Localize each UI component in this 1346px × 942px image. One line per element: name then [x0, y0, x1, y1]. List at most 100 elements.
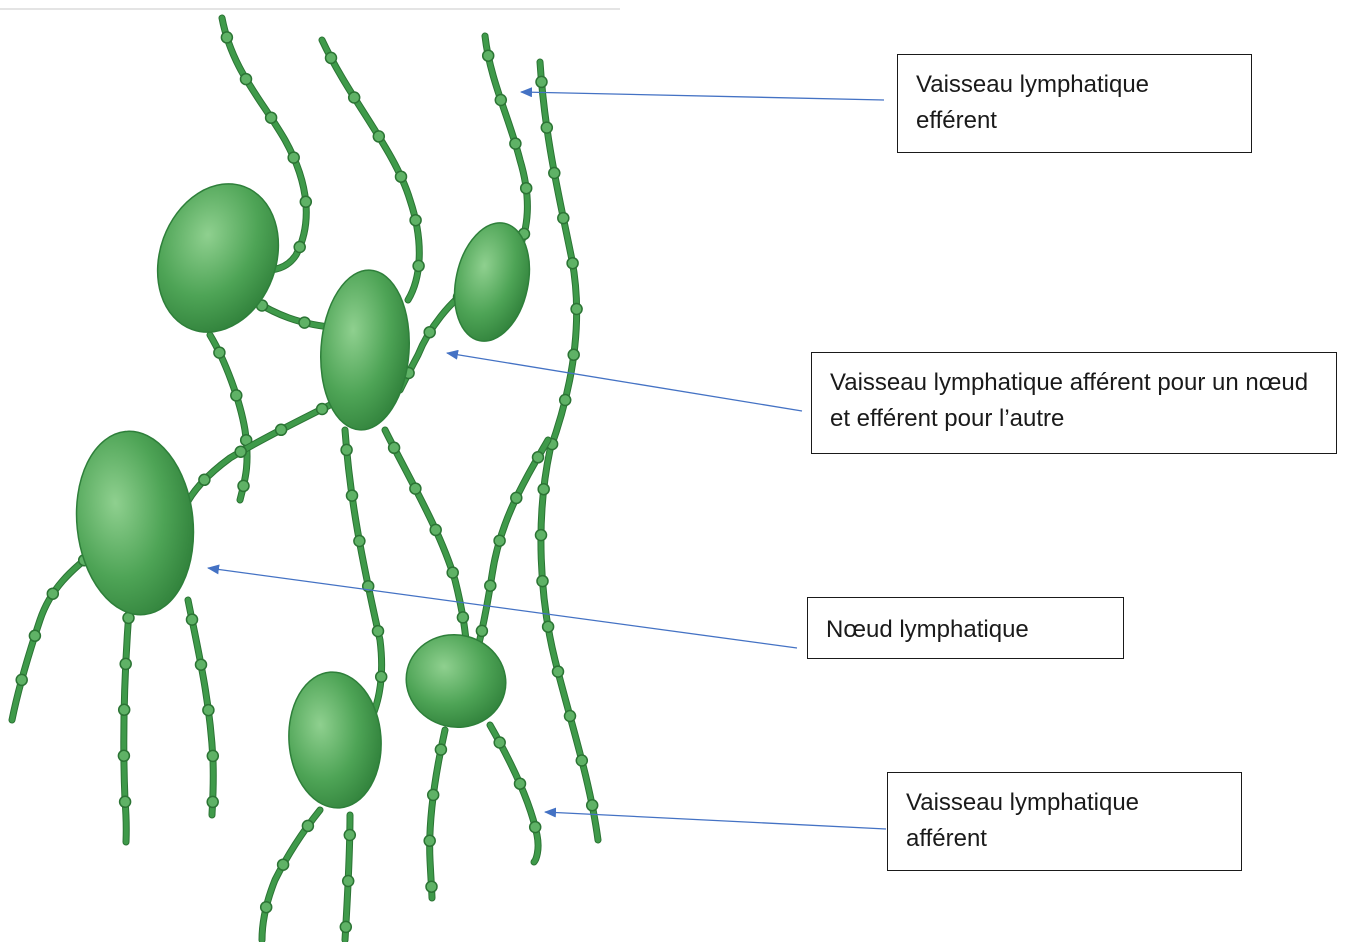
valve-3-526 — [537, 576, 548, 587]
valve-13-204 — [207, 796, 218, 807]
valve-16-20 — [435, 744, 446, 755]
valve-6-112 — [235, 446, 246, 457]
vessel-9 — [385, 430, 468, 660]
valve-14-112 — [261, 902, 272, 913]
valve-15-66 — [343, 876, 354, 887]
valve-3-756 — [587, 800, 598, 811]
valve-9-158 — [447, 567, 458, 578]
lymph-node-5 — [284, 669, 385, 811]
valve-5-20 — [214, 347, 225, 358]
valve-17-66 — [515, 778, 526, 789]
valve-9-20 — [389, 442, 400, 453]
valve-14-66 — [278, 859, 289, 870]
vessel-5 — [210, 335, 247, 500]
valve-13-158 — [207, 750, 218, 761]
valve-12-158 — [118, 750, 129, 761]
label-afferent-vessel: Vaisseau lymphatique afférent — [887, 772, 1242, 871]
valve-16-66 — [428, 789, 439, 800]
valve-6-20 — [317, 404, 328, 415]
valve-8-66 — [347, 490, 358, 501]
valve-3-66 — [541, 122, 552, 133]
valve-10-66 — [511, 492, 522, 503]
valve-8-250 — [376, 671, 387, 682]
valve-3-664 — [565, 711, 576, 722]
label-afferent-text: Vaisseau lymphatique afférent — [906, 789, 1139, 852]
valve-10-112 — [494, 535, 505, 546]
valve-5-158 — [238, 480, 249, 491]
valve-6-66 — [276, 424, 287, 435]
arrow-efferent — [521, 92, 884, 100]
label-node-text: Nœud lymphatique — [826, 616, 1029, 643]
valve-0-158 — [288, 152, 299, 163]
label-both-text: Vaisseau lymphatique afférent pour un nœ… — [830, 369, 1308, 432]
vessel-outline-11 — [12, 548, 100, 720]
label-efferent-text: Vaisseau lymphatique efférent — [916, 71, 1149, 134]
valve-10-204 — [476, 625, 487, 636]
valve-2-112 — [510, 138, 521, 149]
vessel-outline-6 — [180, 400, 340, 520]
valve-3-618 — [553, 666, 564, 677]
valve-14-20 — [302, 820, 313, 831]
valve-0-20 — [221, 32, 232, 43]
vessel-6 — [180, 400, 340, 520]
arrow-both — [447, 353, 802, 411]
valve-9-66 — [410, 483, 421, 494]
valve-11-158 — [16, 674, 27, 685]
valve-0-112 — [266, 112, 277, 123]
valve-10-20 — [533, 452, 544, 463]
label-afferent-efferent-vessel: Vaisseau lymphatique afférent pour un nœ… — [811, 352, 1337, 454]
valve-1-20 — [326, 52, 337, 63]
valve-10-158 — [485, 580, 496, 591]
valve-3-342 — [560, 395, 571, 406]
valve-2-66 — [495, 95, 506, 106]
valve-3-434 — [538, 484, 549, 495]
valve-3-204 — [567, 258, 578, 269]
valve-8-112 — [354, 536, 365, 547]
arrow-node — [208, 568, 797, 648]
valve-3-112 — [549, 168, 560, 179]
valve-11-66 — [47, 588, 58, 599]
lymph-nodes — [68, 167, 540, 811]
valve-3-710 — [576, 755, 587, 766]
valve-3-20 — [536, 76, 547, 87]
valve-0-250 — [294, 242, 305, 253]
valve-2-20 — [483, 50, 494, 61]
valve-15-112 — [340, 921, 351, 932]
valve-6-158 — [199, 474, 210, 485]
vessel-1 — [322, 40, 419, 300]
valve-12-66 — [120, 658, 131, 669]
valve-3-480 — [536, 530, 547, 541]
lymph-node-4 — [68, 425, 203, 620]
valve-13-112 — [203, 705, 214, 716]
valve-3-572 — [543, 621, 554, 632]
lymph-node-6 — [396, 624, 515, 737]
valve-1-158 — [396, 171, 407, 182]
label-lymph-node: Nœud lymphatique — [807, 597, 1124, 659]
valve-5-66 — [231, 390, 242, 401]
valve-16-158 — [426, 881, 437, 892]
valve-11-112 — [29, 630, 40, 641]
valve-3-250 — [571, 304, 582, 315]
vessel-outline-1 — [322, 40, 419, 300]
valve-4-66 — [299, 317, 310, 328]
valve-17-112 — [530, 822, 541, 833]
valve-16-112 — [424, 835, 435, 846]
vessel-11 — [12, 548, 100, 720]
valve-1-112 — [373, 131, 384, 142]
valve-13-20 — [187, 614, 198, 625]
valve-0-66 — [241, 74, 252, 85]
valve-17-20 — [494, 737, 505, 748]
valve-1-204 — [410, 215, 421, 226]
valve-8-204 — [373, 626, 384, 637]
valve-8-20 — [341, 444, 352, 455]
lymph-node-1 — [138, 167, 299, 350]
valve-2-158 — [521, 183, 532, 194]
valve-7-66 — [424, 327, 435, 338]
vessel-outline-9 — [385, 430, 468, 660]
valve-13-66 — [196, 659, 207, 670]
valve-3-158 — [558, 213, 569, 224]
valve-3-296 — [568, 349, 579, 360]
valve-12-112 — [119, 704, 130, 715]
valve-12-204 — [120, 796, 131, 807]
valve-15-20 — [344, 830, 355, 841]
